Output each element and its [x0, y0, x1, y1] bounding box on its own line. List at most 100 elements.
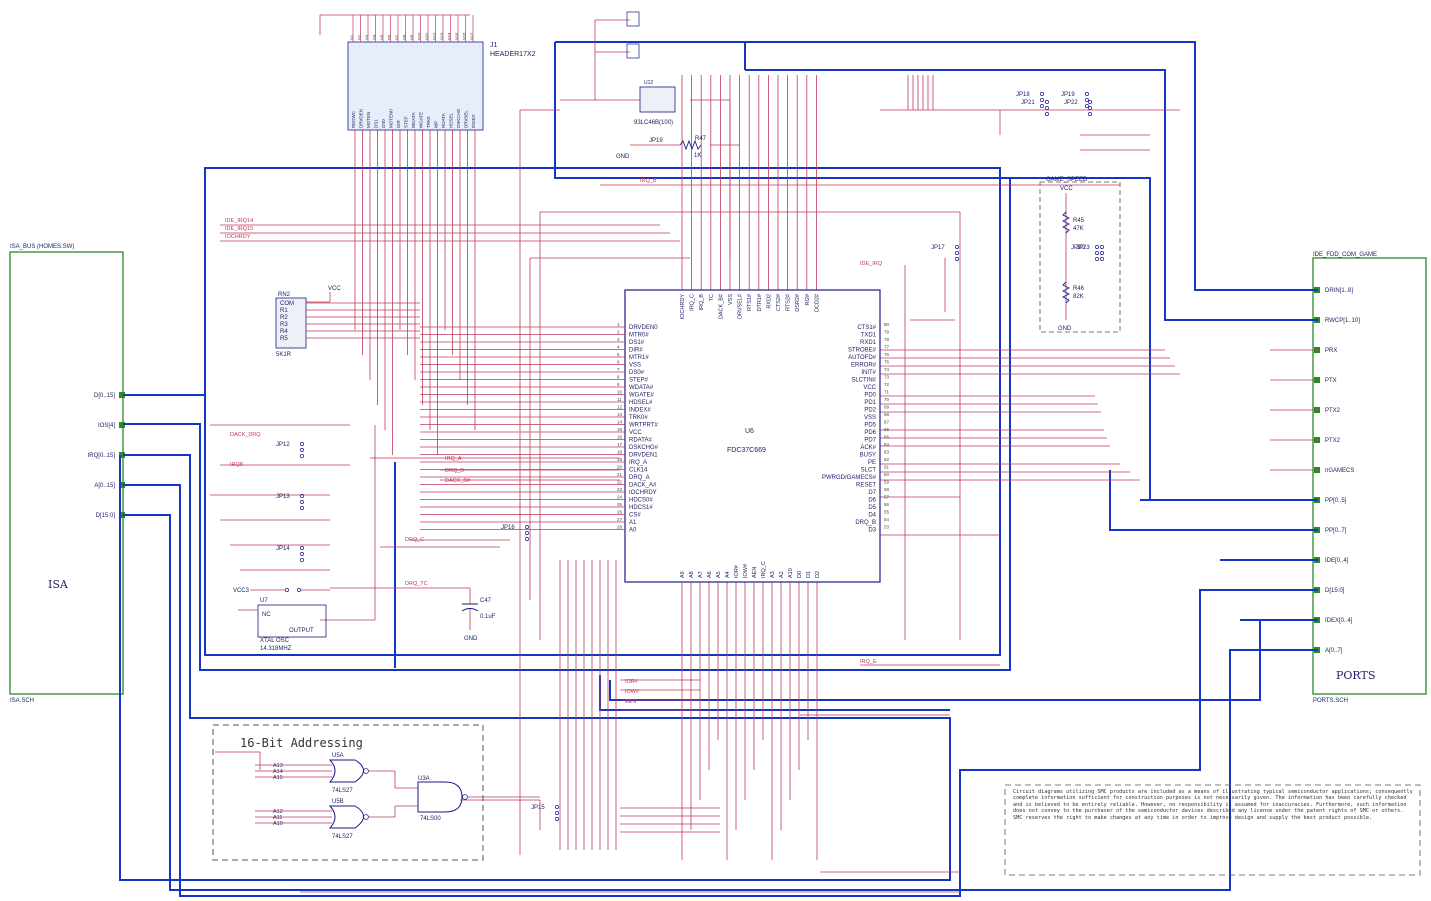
chip-left-pins: DRVDEN01MTR0#2DS1#3DIR#4MTR1#5VSS6DS0#7S…	[420, 322, 659, 534]
j1-signal: REDWC	[351, 110, 356, 128]
jumper-label: JP16	[501, 525, 515, 531]
chip-right-pin: PWRGD/GAMECS#	[822, 475, 877, 481]
jumper-pin	[1088, 100, 1092, 104]
chip-left-pin-num: 6	[617, 360, 620, 365]
chip-left-pin-num: 11	[617, 397, 622, 402]
chip-left-pin: MTR1#	[629, 355, 649, 361]
jumper-pin	[1088, 112, 1092, 116]
jumper-pin	[1085, 104, 1089, 108]
chip-right-pin: D6	[868, 498, 876, 504]
jumper-jp12[interactable]: JP12	[276, 442, 304, 458]
chip-bottom-pin: IOW#	[743, 563, 749, 578]
jumper-jp16[interactable]: JP16	[501, 525, 529, 541]
j1-signal: INDEX	[471, 114, 476, 128]
ports-port-list: DRIN[1..8]RWCP[1..10]PRXPTXPTX2PTX2nGAME…	[1314, 287, 1360, 654]
chip-bottom-pin: AEN	[752, 567, 758, 578]
chip-right-pin-num: 75	[884, 360, 890, 365]
chip-right-pin: TXD1	[861, 333, 877, 339]
chip-top-pin: RTS2#	[786, 293, 792, 311]
cap-value: 0.1uF	[480, 614, 496, 620]
chip-bottom-pin: D2	[815, 571, 821, 578]
chip-right-pin: PD6	[864, 430, 876, 436]
r46-value: 82K	[1073, 294, 1084, 300]
j1-top-pin: N7	[394, 34, 399, 40]
jumper-jp13[interactable]: JP13	[276, 494, 304, 510]
chip-top-pin: IRQ_B	[699, 294, 705, 311]
isa-block[interactable]: ISA_BUS (HOMES.SW) ISA ISA.SCH D[0..15]I…	[9, 244, 125, 704]
j1-signal: DSKCHG	[456, 108, 461, 128]
addr-input-label: A11	[273, 815, 282, 821]
jumper-jp18[interactable]: JP18	[1016, 92, 1044, 108]
chip-left-pin: WGATE#	[629, 393, 655, 399]
chip-u6[interactable]: U6 FDC37C669 DRVDEN01MTR0#2DS1#3DIR#4MTR…	[420, 289, 890, 583]
xtal-oscillator[interactable]: U7 NC OUTPUT XTAL OSC 14.318MHZ VCC3	[233, 588, 330, 652]
isa-port-marker[interactable]	[119, 422, 125, 428]
chip-right-pin-num: 53	[884, 525, 890, 530]
rn-value: 5K1R	[276, 352, 292, 358]
chip-bottom-pin: IRQ_C	[761, 561, 767, 578]
isa-port-marker[interactable]	[119, 512, 125, 518]
j1-part: HEADER17X2	[490, 51, 536, 58]
ports-block-title: PORTS	[1336, 669, 1375, 682]
jumper-jp14[interactable]: JP14	[276, 546, 304, 562]
jumper-label: JP17	[931, 245, 945, 251]
chip-left-pin: WDATA#	[629, 385, 654, 391]
game-speed-block[interactable]: GAME_SPEED VCC R45 47K R46 82K GND	[1039, 177, 1121, 333]
xtal-out: OUTPUT	[289, 628, 314, 634]
jumper-pin	[1095, 245, 1099, 249]
isa-port-marker[interactable]	[119, 482, 125, 488]
jumper-pin	[955, 251, 959, 255]
ports-port-label: IDEX[0..4]	[1325, 618, 1353, 624]
jumper-jp23[interactable]: JP23	[1076, 245, 1104, 261]
addressing-block[interactable]: 16-Bit Addressing U5A 74LS27 U5B 74LS27 …	[212, 724, 540, 861]
chip-left-pin-num: 8	[617, 375, 620, 380]
jumper-jp17[interactable]: JP17	[931, 245, 959, 261]
chip-left-pin-num: 3	[617, 337, 620, 342]
cap-gnd: GND	[464, 636, 478, 642]
jumper-pin	[300, 558, 304, 562]
eeprom-gnd: GND	[616, 154, 630, 160]
ports-port-label: D[15:0]	[1325, 588, 1345, 594]
chip-top-pin: DTR1#	[757, 293, 763, 311]
j1-signal: WDATA	[411, 112, 416, 128]
jumper-jp19[interactable]: JP19	[1061, 92, 1089, 108]
jumper-jp21[interactable]: JP21	[1021, 100, 1049, 116]
isa-port-marker[interactable]	[119, 392, 125, 398]
rn-ref: RN2	[278, 292, 291, 298]
ports-port-label: PTX	[1325, 378, 1337, 384]
chip-top-pin: DSR2#	[795, 293, 801, 312]
game-speed-vcc: VCC	[1060, 186, 1073, 192]
jumper-jp20[interactable]: JP20	[1071, 245, 1099, 261]
j1-top-pin: N14	[447, 32, 452, 40]
gate3-ref: U3A	[418, 776, 430, 782]
jumper-label: JP12	[276, 442, 290, 448]
rn-pin: R4	[280, 329, 288, 335]
gate2-part: 74LS27	[332, 834, 353, 840]
jumper-label: JP13	[276, 494, 290, 500]
chip-right-pin-num: 57	[884, 495, 890, 500]
isa-port-marker[interactable]	[119, 452, 125, 458]
ports-block[interactable]: IDE_FDD_COM_GAME PORTS PORTS.SCH DRIN[1.…	[1312, 252, 1427, 704]
jumper-jp22[interactable]: JP22	[1064, 100, 1092, 116]
chip-right-pin: RESET	[856, 483, 876, 489]
jumper-label: JP20	[1071, 245, 1085, 251]
xtal-freq: 14.318MHZ	[260, 646, 292, 652]
capacitor-c47[interactable]: C47 0.1uF GND	[461, 588, 496, 642]
chip-right-pin-num: 62	[884, 457, 890, 462]
chip-left-pin-num: 7	[617, 367, 620, 372]
rn-pin: R1	[280, 308, 288, 314]
jumper-jp15[interactable]: JP15	[531, 805, 559, 821]
j1-signal: MOTEN0	[389, 109, 394, 128]
jumper-pin	[300, 494, 304, 498]
jumper-pin	[300, 454, 304, 458]
eeprom-u12[interactable]: U12 93LC46B(100) R47 1K JP19 GND	[616, 11, 707, 160]
addr-input-label: A13	[273, 763, 283, 769]
chip-right-pin: PD1	[864, 400, 876, 406]
jumper-pin	[300, 506, 304, 510]
chip-left-pin-num: 14	[617, 420, 623, 425]
jumper-pin	[555, 817, 559, 821]
